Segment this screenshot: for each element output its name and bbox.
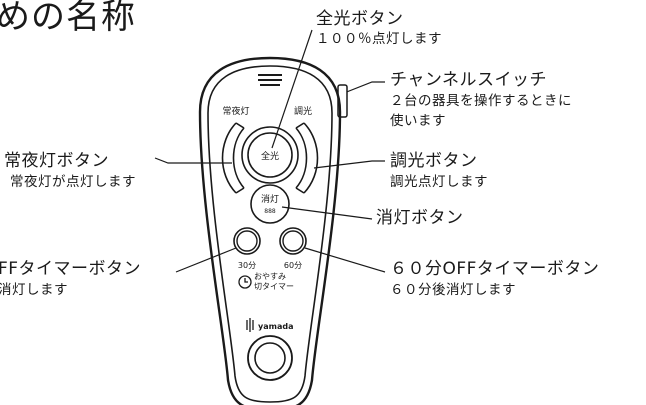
leader-night	[154, 157, 232, 164]
timer30-button-ring	[233, 227, 261, 255]
leader-dim	[313, 160, 385, 169]
callout-dim-title: 調光ボタン	[390, 151, 478, 171]
callout-full-title: 全光ボタン	[316, 9, 404, 29]
label-brand: yamada	[258, 322, 293, 331]
label-off: 消灯	[261, 193, 279, 205]
label-sleep-2: 切タイマー	[254, 282, 294, 291]
callout-full-desc: １００％点灯します	[316, 31, 442, 47]
bottom-ring-outer	[247, 335, 293, 381]
remote-body-inner	[207, 65, 333, 403]
leader-channel	[338, 81, 385, 96]
brand-logo	[246, 318, 254, 332]
off-button	[250, 184, 290, 224]
remote-body-outer	[198, 56, 342, 405]
leader-timer60	[304, 247, 386, 273]
callout-channel-desc1: ２台の器具を操作するときに	[390, 93, 572, 109]
dim-arc-button	[303, 122, 319, 194]
label-night: 常夜灯	[222, 105, 249, 117]
night-arc-button	[221, 122, 237, 194]
bottom-ring-inner	[254, 342, 286, 374]
label-dim: 調光	[294, 105, 312, 117]
callout-channel-title: チャンネルスイッチ	[390, 70, 547, 90]
full-button	[247, 132, 293, 178]
callout-timer60-title: ６０分OFFタイマーボタン	[390, 259, 600, 279]
callout-night-title: 常夜灯ボタン	[4, 151, 109, 171]
label-timer60: 60分	[284, 261, 302, 270]
page-heading: めの名称	[0, 0, 136, 37]
label-sleep-1: おやすみ	[254, 272, 286, 281]
callout-timer30-desc: 消灯します	[0, 282, 68, 298]
callout-timer60-desc: ６０分後消灯します	[390, 282, 516, 298]
callout-channel-desc2: 使います	[390, 113, 446, 129]
label-off-symbol: 888	[264, 208, 276, 215]
callout-night-desc: 常夜灯が点灯します	[10, 174, 136, 190]
top-vent-lines	[258, 74, 282, 86]
clock-icon	[238, 275, 252, 289]
full-button-ring	[241, 126, 299, 184]
timer60-button-ring	[279, 227, 307, 255]
leader-off	[281, 206, 373, 220]
callout-dim-desc: 調光点灯します	[390, 174, 488, 190]
callout-timer30-title: FFタイマーボタン	[0, 259, 142, 279]
callout-off-title: 消灯ボタン	[376, 208, 464, 228]
label-timer30: 30分	[238, 261, 256, 270]
leader-timer30	[175, 247, 237, 273]
label-full: 全光	[261, 150, 279, 162]
